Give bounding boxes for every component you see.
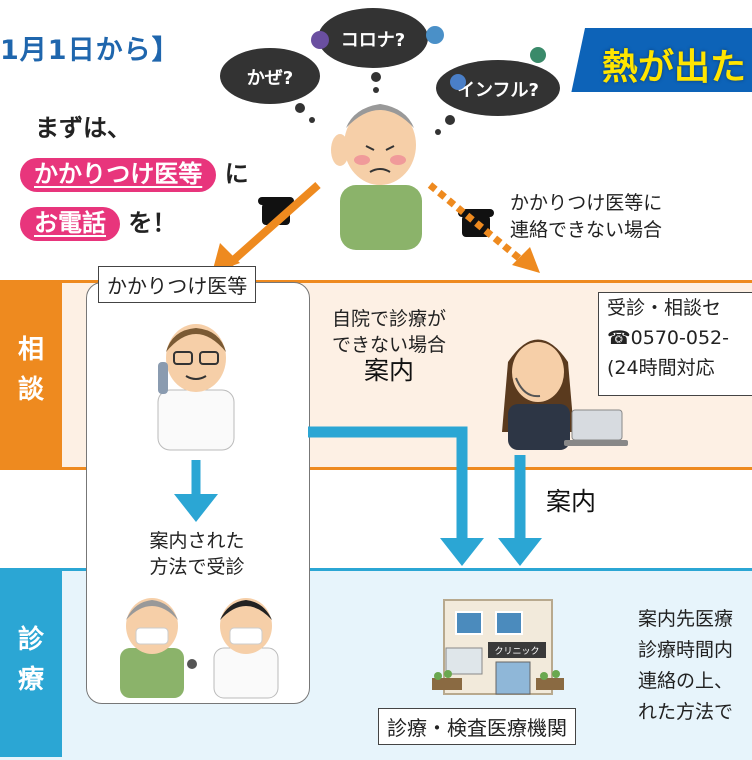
cannot-treat-note: 自院で診療が できない場合 案内 bbox=[320, 306, 458, 384]
patient-illustration: かぜ? コロナ? インフル? bbox=[220, 8, 560, 250]
consult-label-1: 相 bbox=[17, 335, 44, 365]
bubble-corona: コロナ? bbox=[318, 8, 428, 93]
virus-icon bbox=[311, 31, 329, 49]
doctor-on-phone-illustration bbox=[157, 324, 235, 451]
alt-note: かかりつけ医等に 連絡できない場合 bbox=[510, 190, 662, 244]
intro-suffix2: を！ bbox=[128, 209, 177, 237]
destination-line1: 案内先医療 bbox=[638, 608, 734, 630]
consult-center-title: 受診・相談セ bbox=[607, 297, 722, 319]
stethoscope-icon bbox=[187, 659, 197, 669]
intro-line1: まずは、 bbox=[35, 114, 131, 142]
consult-label-2: 談 bbox=[17, 375, 44, 405]
guide-label-middle: 案内 bbox=[363, 356, 414, 385]
arrow-to-family-doctor bbox=[225, 182, 321, 268]
treatment-section-label: 診 療 bbox=[0, 568, 62, 757]
alt-note-line1: かかりつけ医等に bbox=[510, 192, 663, 214]
intro-line2: かかりつけ医等 に bbox=[20, 154, 249, 192]
intro-suffix1: に bbox=[224, 160, 249, 188]
bubble-flu-text: インフル? bbox=[457, 80, 539, 101]
start-date: 1月1日から】 bbox=[0, 35, 180, 66]
virus-icon bbox=[450, 74, 466, 90]
consult-section-label: 相 談 bbox=[0, 280, 62, 470]
bubble-corona-text: コロナ? bbox=[341, 30, 405, 51]
destination-line3: 連絡の上、 bbox=[638, 670, 734, 692]
cannot-treat-line1: 自院で診療が bbox=[331, 308, 446, 330]
banner-text: 熱が出た bbox=[602, 47, 747, 88]
clinic-sign-text: クリニック bbox=[494, 646, 539, 657]
family-doctor-tag: かかりつけ医等 bbox=[98, 266, 257, 303]
consult-center-hours: (24時間対応 bbox=[607, 357, 715, 379]
consult-center-phone: ☎0570-052- bbox=[607, 327, 729, 349]
intro-line3: お電話 を！ bbox=[20, 203, 177, 241]
bubble-cold-text: かぜ? bbox=[247, 68, 293, 89]
cannot-treat-line2: できない場合 bbox=[331, 334, 446, 356]
destination-note: 案内先医療 診療時間内 連絡の上、 れた方法で bbox=[638, 604, 733, 728]
alt-note-line2: 連絡できない場合 bbox=[510, 219, 663, 241]
clinic-icon: クリニック bbox=[432, 599, 564, 695]
arrow-doctor-to-facility bbox=[308, 426, 468, 545]
guided-method-text: 案内された 方法で受診 bbox=[120, 528, 274, 580]
treatment-label-2: 療 bbox=[17, 665, 44, 695]
guided-line2: 方法で受診 bbox=[149, 556, 245, 578]
destination-line2: 診療時間内 bbox=[638, 639, 734, 661]
guide-label: 案内 bbox=[546, 487, 597, 516]
phone-pill: お電話 bbox=[20, 207, 120, 241]
handset-icon bbox=[158, 362, 168, 394]
operator-illustration bbox=[502, 339, 628, 450]
headset-icon bbox=[515, 377, 541, 398]
facility-tag: 診療・検査医療機関 bbox=[378, 708, 576, 745]
consult-center-box: 受診・相談セ ☎0570-052- (24時間対応 bbox=[598, 292, 752, 396]
virus-icon bbox=[530, 47, 546, 63]
arrow-to-consult-center bbox=[427, 182, 528, 266]
bubble-cold: かぜ? bbox=[220, 48, 320, 123]
destination-line4: れた方法で bbox=[638, 701, 734, 723]
virus-icon bbox=[426, 26, 444, 44]
consultation-illustration bbox=[120, 598, 279, 699]
guided-line1: 案内された bbox=[149, 530, 245, 552]
bubble-flu: インフル? bbox=[435, 60, 560, 135]
family-doctor-pill: かかりつけ医等 bbox=[20, 158, 217, 192]
laptop-icon bbox=[571, 409, 623, 441]
treatment-label-1: 診 bbox=[17, 625, 44, 655]
top-arrows bbox=[212, 182, 540, 273]
